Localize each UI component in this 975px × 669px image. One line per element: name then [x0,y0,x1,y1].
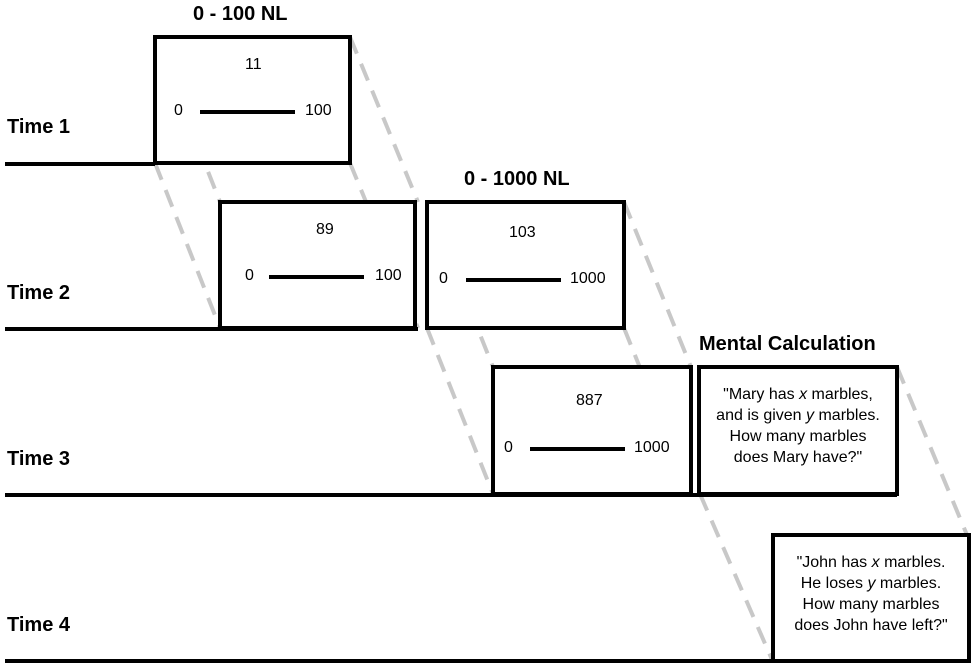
problem-text-john: "John has x marbles. He loses y marbles.… [794,554,948,634]
time-label-4: Time 4 [7,614,70,636]
problem-text-mary: "Mary has x marbles, and is given y marb… [716,386,880,466]
target-number: 89 [316,221,334,238]
trial-box-t2-nl1000 [425,200,626,330]
number-line-max: 1000 [570,270,606,287]
problem-box-john [771,533,971,663]
number-line-min: 0 [439,270,448,287]
header-nl1000: 0 - 1000 NL [464,168,570,190]
target-number: 11 [245,56,262,73]
target-number: 103 [509,224,536,241]
header-nl100: 0 - 100 NL [193,3,288,25]
time-label-1: Time 1 [7,116,70,138]
number-line-min: 0 [504,439,513,456]
time-label-3: Time 3 [7,448,70,470]
trial-box-t3-nl1000 [491,365,693,496]
trial-box-t1-nl100 [153,35,352,165]
number-line-min: 0 [245,267,254,284]
header-mental-calculation: Mental Calculation [699,333,876,355]
number-line-max: 100 [305,102,332,119]
number-line-max: 100 [375,267,402,284]
number-line-max: 1000 [634,439,670,456]
problem-box-mary [697,365,899,496]
target-number: 887 [576,392,603,409]
trial-box-t2-nl100 [218,200,417,330]
number-line-min: 0 [174,102,183,119]
time-label-2: Time 2 [7,282,70,304]
